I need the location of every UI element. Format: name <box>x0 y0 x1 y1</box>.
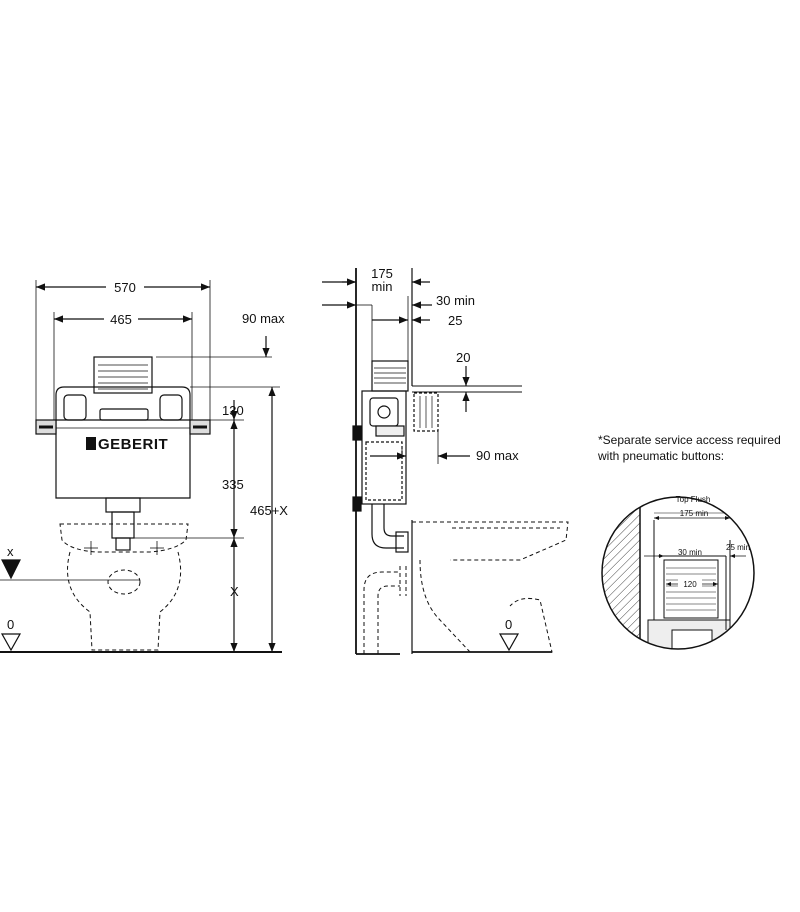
wc-pan-front <box>59 523 189 651</box>
dim-465: 465 <box>110 312 132 327</box>
dim-130: 130 <box>222 403 244 418</box>
brand-logo-mark <box>86 437 96 450</box>
detail-note-line-2: with pneumatic buttons: <box>597 449 724 463</box>
front-view-labels: 570 465 90 max 130 335 465+X X x 0 GEBER… <box>7 279 288 632</box>
detail-circle <box>601 496 755 650</box>
level-marker-zero <box>0 633 22 652</box>
detail-dim-175-min: 175 min <box>680 509 708 518</box>
dim-x: X <box>230 584 239 599</box>
detail-label-top-flush: Top Flush <box>676 495 711 504</box>
dim-570: 570 <box>114 280 136 295</box>
detail-note: *Separate service access required with p… <box>597 433 781 463</box>
detail-note-line-1: *Separate service access required <box>598 433 781 447</box>
side-view <box>322 268 569 655</box>
level-marker-zero-side <box>498 633 520 652</box>
dim-90-max-top: 90 max <box>242 311 285 326</box>
level-label-x: x <box>7 544 14 559</box>
dim-335: 335 <box>222 477 244 492</box>
dim-175: 175 <box>371 266 393 281</box>
level-marker-x <box>1 559 21 580</box>
dim-465-plus-x: 465+X <box>250 503 288 518</box>
detail-view: Top Flush 175 min 30 min 25 min 120 <box>601 495 755 650</box>
flush-plate <box>93 356 153 394</box>
dim-175-min: min <box>372 279 393 294</box>
dim-30-min: 30 min <box>436 293 475 308</box>
dim-20: 20 <box>456 350 470 365</box>
detail-dim-120: 120 <box>683 580 697 589</box>
dim-90-max-side: 90 max <box>476 448 519 463</box>
side-view-labels: 175 min 30 min 25 20 90 max 0 <box>371 266 519 632</box>
wc-pan-side <box>412 521 569 653</box>
level-label-zero: 0 <box>7 617 14 632</box>
side-flush-plate <box>413 392 439 432</box>
cistern-body <box>55 386 191 499</box>
cistern-side <box>361 390 407 505</box>
detail-dim-30-min: 30 min <box>678 548 702 557</box>
level-label-zero-side: 0 <box>505 617 512 632</box>
brand-name: GEBERIT <box>98 436 168 453</box>
dim-25: 25 <box>448 313 462 328</box>
detail-dim-25-min: 25 min <box>726 543 750 552</box>
front-view <box>0 280 282 653</box>
